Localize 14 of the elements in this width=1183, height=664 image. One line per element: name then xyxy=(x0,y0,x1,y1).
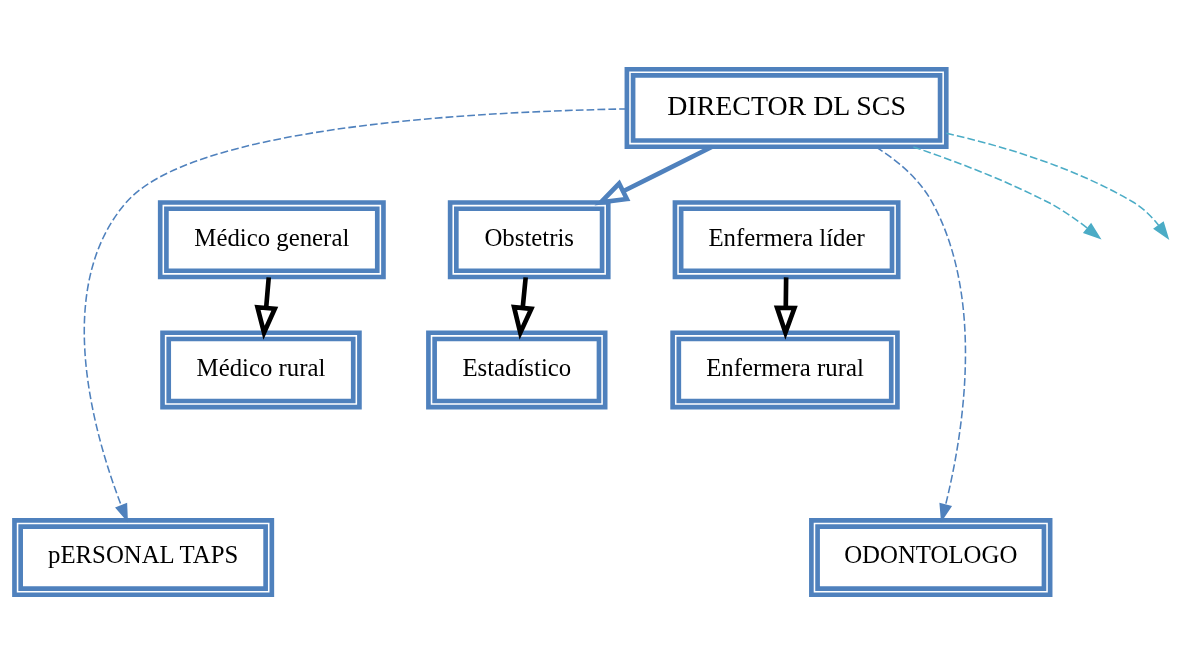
node-box: Enfermera líder xyxy=(672,200,901,280)
arrow xyxy=(511,277,535,340)
node-box: pERSONAL TAPS xyxy=(12,518,275,598)
node-box: Obstetris xyxy=(447,200,611,280)
node-box: Estadístico xyxy=(426,330,608,410)
arrow xyxy=(945,132,1170,240)
arrow xyxy=(912,146,1102,240)
arrow xyxy=(773,277,798,340)
node-box: ODONTOLOGO xyxy=(809,518,1053,598)
node-box: Enfermera rural xyxy=(670,330,900,410)
node-box: Médico rural xyxy=(160,330,362,410)
arrow xyxy=(254,277,279,340)
node-box: DIRECTOR DL SCS xyxy=(624,66,949,150)
node-box: Médico general xyxy=(157,200,386,280)
